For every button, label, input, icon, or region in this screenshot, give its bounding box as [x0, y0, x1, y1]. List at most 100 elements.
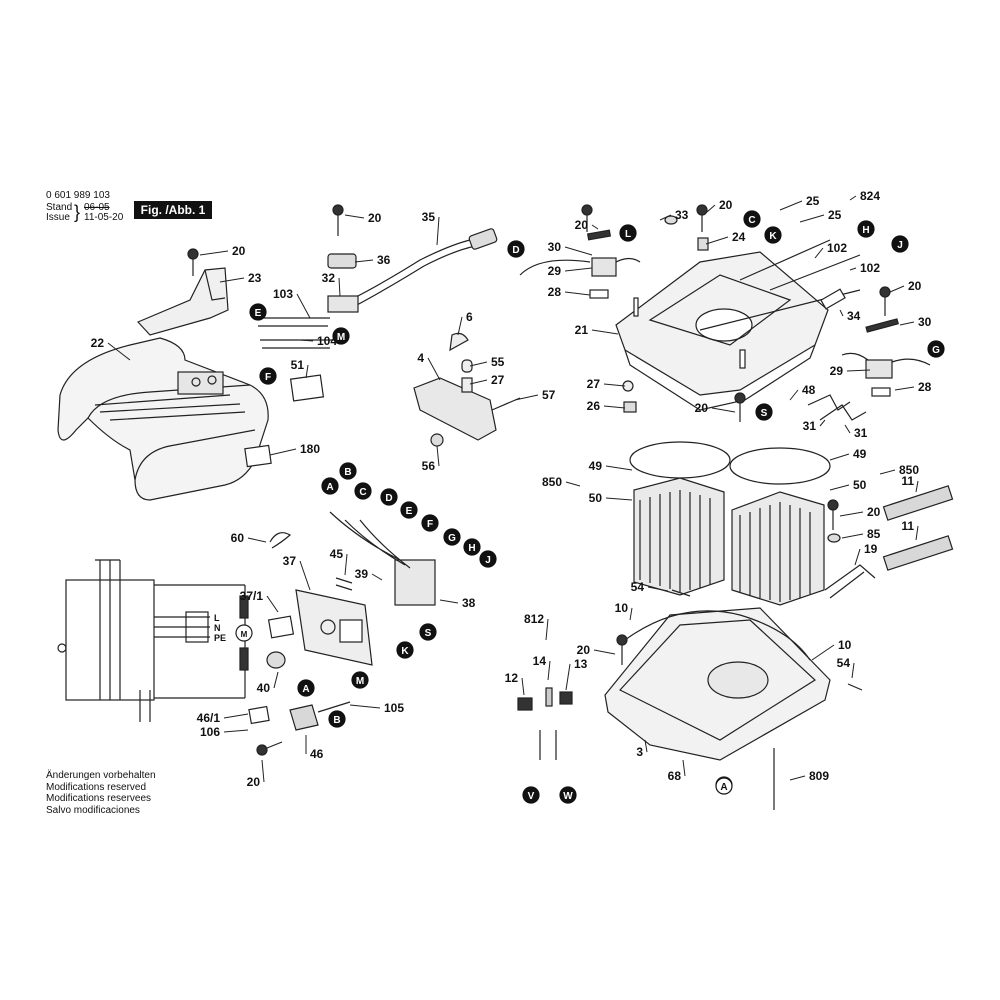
- leader-line: [269, 448, 297, 456]
- base-housing: [604, 589, 863, 810]
- marker-circle: [743, 210, 761, 228]
- part-label: 14: [533, 654, 547, 668]
- part-label: 32: [322, 271, 336, 285]
- marker-circle: [507, 240, 525, 258]
- issue-date: 11-05-20: [84, 212, 124, 223]
- switch-panel: [248, 511, 436, 756]
- marker-circle: [259, 367, 277, 385]
- part-label: 37/1: [240, 589, 264, 603]
- marker-letter: L: [625, 229, 631, 240]
- marker-circle: [715, 777, 733, 795]
- marker-circle: [764, 226, 782, 244]
- foam-strip: [882, 485, 954, 521]
- marker-letter: S: [425, 628, 432, 639]
- part-label: 29: [548, 264, 562, 278]
- part-label: 45: [330, 547, 344, 561]
- leader-line: [915, 525, 919, 541]
- leader-line: [705, 236, 729, 245]
- leader-line: [469, 379, 488, 385]
- part-label: 51: [291, 358, 305, 372]
- connector-parts-right: [622, 239, 931, 422]
- stand-label: Stand: [46, 202, 73, 213]
- old-date: 06-05: [84, 202, 110, 213]
- leader-line: [789, 389, 799, 401]
- part-number: 0 601 989 103: [46, 190, 110, 201]
- part-label: 33: [675, 208, 689, 222]
- leader-line: [819, 419, 826, 427]
- marker-letter: V: [528, 791, 535, 802]
- leader-line: [565, 663, 571, 691]
- part-label: 27: [587, 377, 601, 391]
- leader-line: [591, 224, 599, 230]
- part-label: 23: [248, 271, 262, 285]
- part-label: 12: [505, 671, 519, 685]
- leader-line: [829, 453, 850, 461]
- part-label: 55: [491, 355, 505, 369]
- part-label: 68: [668, 769, 682, 783]
- part-label: 180: [300, 442, 320, 456]
- part-label: 20: [577, 643, 591, 657]
- leader-line: [469, 361, 488, 367]
- part-label: 25: [806, 194, 820, 208]
- leader-line: [854, 548, 861, 566]
- leader-line: [899, 321, 915, 326]
- leader-line: [344, 553, 348, 576]
- marker-circle: [380, 488, 398, 506]
- leader-line: [711, 407, 736, 413]
- leader-line: [603, 383, 626, 387]
- leader-line: [521, 677, 525, 696]
- part-label: 56: [422, 459, 436, 473]
- marker-letter: G: [448, 533, 456, 544]
- part-label: 6: [466, 310, 473, 324]
- leader-line: [565, 481, 581, 487]
- marker-letter: E: [406, 506, 413, 517]
- marker-circle: [522, 786, 540, 804]
- leader-line: [223, 729, 249, 733]
- marker-circle: [443, 528, 461, 546]
- part-label: 809: [809, 769, 829, 783]
- marker-letter: W: [563, 791, 573, 802]
- leader-line: [849, 267, 857, 271]
- leader-line: [261, 759, 265, 783]
- leader-line: [593, 649, 616, 655]
- part-label: 20: [575, 218, 589, 232]
- label-plate-180: [244, 444, 272, 468]
- part-label: 46/1: [197, 711, 221, 725]
- leader-line: [247, 537, 267, 543]
- wiring-schematic: [57, 559, 253, 722]
- wiring-label-l: L: [214, 613, 220, 623]
- marker-circle: [339, 462, 357, 480]
- leader-line: [629, 607, 633, 621]
- marker-letter: D: [512, 245, 519, 256]
- handle-part: [136, 248, 229, 336]
- marker-circle: [400, 501, 418, 519]
- leader-line: [299, 560, 311, 591]
- leader-line: [605, 497, 633, 501]
- part-label: 20: [908, 279, 922, 293]
- part-label: 3: [636, 745, 643, 759]
- marker-letter: F: [265, 372, 271, 383]
- part-label: 26: [587, 399, 601, 413]
- marker-letter: E: [255, 308, 262, 319]
- leader-line: [299, 339, 314, 342]
- marker-circle: [419, 623, 437, 641]
- part-label: 19: [864, 542, 878, 556]
- part-label: 85: [867, 527, 881, 541]
- leader-line: [647, 586, 669, 592]
- brace: }: [74, 202, 81, 222]
- leader-line: [564, 291, 591, 296]
- leader-line: [223, 713, 249, 719]
- part-label: 27: [491, 373, 505, 387]
- part-label: 812: [524, 612, 544, 626]
- marker-letter: S: [761, 408, 768, 419]
- marker-circle: [927, 340, 945, 358]
- part-label: 20: [232, 244, 246, 258]
- leader-line: [296, 293, 311, 319]
- marker-letter: K: [401, 646, 409, 657]
- leader-line: [344, 214, 365, 219]
- leader-line: [706, 204, 716, 213]
- leader-line: [273, 671, 279, 689]
- part-label: 105: [384, 701, 404, 715]
